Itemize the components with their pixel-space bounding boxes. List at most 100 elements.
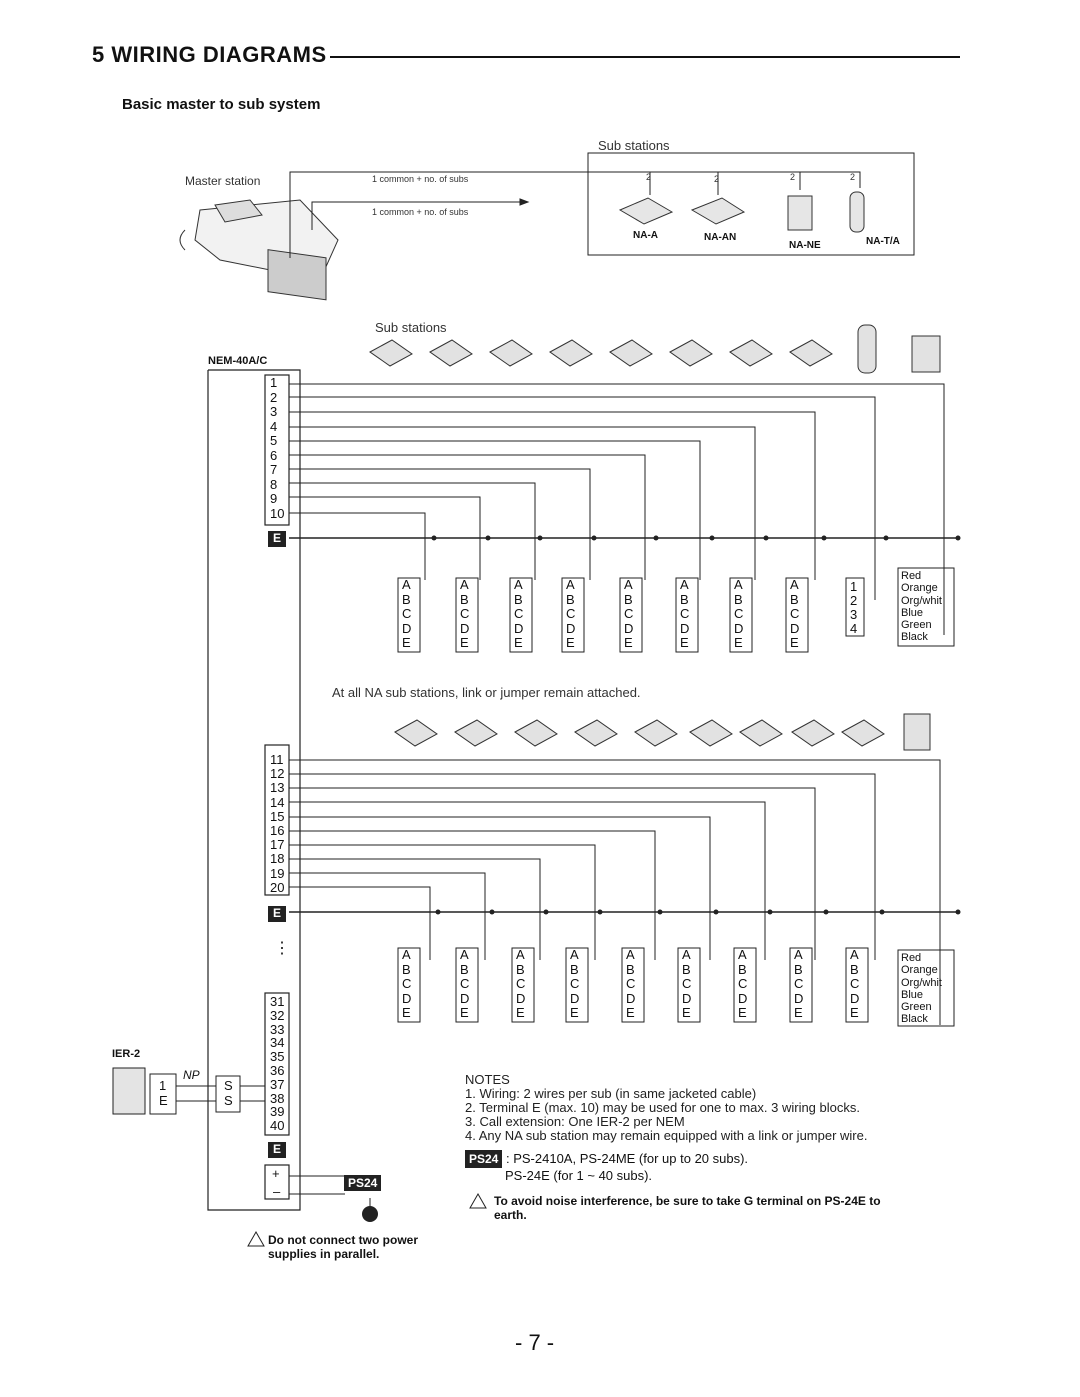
upper-substation-icons [369, 324, 941, 374]
terminal-2: 2 [270, 389, 278, 405]
terminal-19: 19 [270, 865, 285, 881]
model-na-ne: NA-NE [789, 240, 821, 251]
note-1: 1. Wiring: 2 wires per sub (in same jack… [465, 1086, 757, 1101]
section-number: 5 [92, 42, 105, 67]
lower-substation-icons [394, 713, 931, 751]
ps24-badge: PS24 [344, 1174, 382, 1192]
terminal-8: 8 [270, 476, 278, 492]
upper-wires [289, 383, 960, 635]
wire-count-1: 2 [646, 172, 652, 182]
ps-note: PS24 : PS-2410A, PS-24ME (for up to 20 s… [465, 1150, 748, 1184]
wire-count-4: 2 [850, 172, 856, 182]
section-subtitle: Basic master to sub system [122, 96, 321, 113]
cable-label-1: 1 common + no. of subs [372, 174, 469, 184]
terminal-1: 1 [270, 375, 278, 390]
terminal-31: 31 [270, 994, 285, 1009]
terminal-4: 4 [270, 418, 278, 434]
e-terminal-blocks [268, 531, 286, 1158]
warn-noise: To avoid noise interference, be sure to … [494, 1194, 881, 1222]
terminal-36: 36 [270, 1062, 285, 1078]
e-label-3: E [273, 1142, 282, 1156]
minus-terminal: – [273, 1184, 281, 1199]
terminal-12: 12 [270, 766, 285, 782]
plus-terminal: + [272, 1166, 280, 1181]
notes-title: NOTES [465, 1072, 510, 1087]
warning-icon-parallel [247, 1230, 265, 1247]
terminal-38: 38 [270, 1090, 285, 1106]
e-label-1: E [273, 531, 282, 545]
terminals-top: 1 2 3 4 5 6 7 8 9 10 [270, 375, 284, 521]
notes-block: NOTES 1. Wiring: 2 wires per sub (in sam… [465, 1073, 867, 1143]
terminal-37: 37 [270, 1076, 285, 1092]
np-label: NP [183, 1068, 200, 1082]
main-sub-stations-label: Sub stations [375, 320, 447, 335]
lower-abcde-blocks [397, 947, 955, 1027]
master-station-icon [179, 199, 339, 301]
heading-rule [330, 56, 960, 58]
earth-ground-icon [362, 1206, 378, 1222]
e-label-2: E [273, 906, 282, 920]
terminal-16: 16 [270, 823, 285, 839]
jumper-note: At all NA sub stations, link or jumper r… [332, 685, 641, 700]
terminal-3: 3 [270, 404, 278, 419]
ps-line-1: : PS-2410A, PS-24ME (for up to 20 subs). [505, 1151, 749, 1166]
ier-wiring [112, 1067, 371, 1208]
terminal-ellipsis: ⋮ [274, 940, 290, 957]
nem-box [207, 369, 301, 1211]
note-2: 2. Terminal E (max. 10) may be used for … [465, 1100, 860, 1115]
top-sub-stations-label: Sub stations [598, 138, 670, 153]
note-4: 4. Any NA sub station may remain equippe… [465, 1128, 868, 1143]
warning-icons [247, 1192, 487, 1247]
wire-count-3: 2 [790, 172, 796, 182]
terminal-9: 9 [270, 491, 278, 506]
terminal-34: 34 [270, 1035, 285, 1051]
terminal-5: 5 [270, 433, 278, 448]
terminals-bot: 31 32 33 34 35 36 37 38 39 40 [270, 995, 284, 1133]
model-na-a: NA-A [633, 230, 658, 241]
upper-e-junctions [431, 535, 961, 541]
terminal-20: 20 [270, 879, 285, 895]
cable-label-2: 1 common + no. of subs [372, 207, 469, 217]
terminal-11: 11 [270, 752, 284, 767]
model-na-an: NA-AN [704, 232, 737, 243]
terminal-32: 32 [270, 1007, 285, 1023]
lower-wires [289, 759, 960, 1025]
top-substation-icons [618, 191, 865, 233]
model-na-ta: NA-T/A [866, 236, 900, 247]
section-title: 5 WIRING DIAGRAMS [92, 42, 327, 68]
terminal-17: 17 [270, 837, 285, 853]
terminals-mid: 11 12 13 14 15 16 17 18 19 20 [270, 752, 285, 895]
lower-e-junctions [435, 909, 961, 915]
terminal-13: 13 [270, 780, 285, 796]
terminal-40: 40 [270, 1118, 285, 1134]
terminal-33: 33 [270, 1021, 285, 1037]
page-number: - 7 - [515, 1330, 555, 1355]
terminal-39: 39 [270, 1104, 285, 1120]
terminal-35: 35 [270, 1049, 285, 1065]
nem-label: NEM-40A/C [208, 355, 268, 367]
warning-icon-noise [469, 1192, 487, 1209]
wire-count-2: 2 [714, 174, 720, 184]
terminal-18: 18 [270, 851, 285, 867]
section-title-text: WIRING DIAGRAMS [111, 42, 327, 67]
